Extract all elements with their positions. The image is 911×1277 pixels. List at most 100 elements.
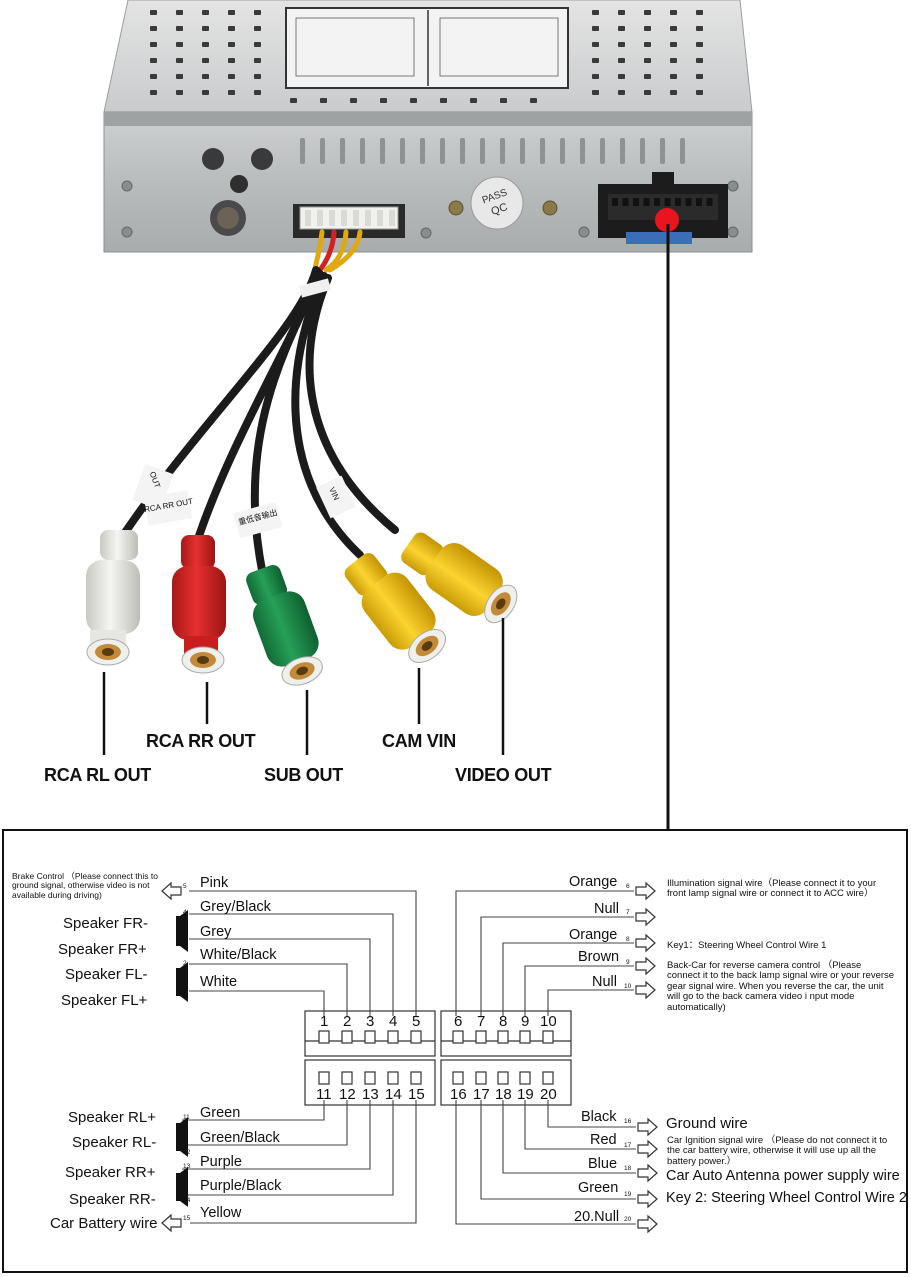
speaker-icon (176, 910, 188, 1207)
wire-color-label: Purple (200, 1154, 242, 1170)
pin-number: 16 (450, 1086, 467, 1103)
pin-number: 11 (316, 1086, 332, 1103)
pin-number: 8 (499, 1013, 508, 1030)
pin-number: 1 (320, 1013, 329, 1030)
pin-number-small: 10 (624, 983, 632, 990)
pin-number-small: 6 (626, 883, 630, 890)
key1-note: Key1：Steering Wheel Control Wire 1 (667, 940, 827, 951)
pin-number: 13 (362, 1086, 379, 1103)
wire-color-label: Blue (588, 1156, 618, 1172)
ground-wire-label: Ground wire (666, 1115, 748, 1132)
arrow-icon (635, 907, 656, 927)
key2-label: Key 2: Steering Wheel Control Wire 2 (666, 1190, 907, 1206)
pin-number: 14 (385, 1086, 402, 1103)
wire-color-label: Orange (569, 874, 618, 890)
pin-number: 4 (389, 1013, 398, 1030)
pin-number-small: 3 (183, 944, 187, 951)
pin-number: 10 (540, 1013, 557, 1030)
pin-number-small: 14 (183, 1197, 191, 1204)
pin-number-small: 4 (183, 909, 187, 916)
rca-plug-yellow-video (401, 532, 518, 624)
rca-plug-white (86, 530, 140, 666)
back-car-note: Back-Car for reverse camera control （Ple… (667, 960, 895, 1013)
wire-color-label: White/Black (200, 947, 277, 963)
arrow-icon (637, 1117, 658, 1137)
pin-number-small: 11 (183, 1114, 190, 1121)
pin-number-small: 20 (624, 1216, 632, 1223)
pin-number: 12 (339, 1086, 356, 1103)
wire-color-label: Null (594, 901, 619, 917)
speaker-rl-plus-label: Speaker RL+ (68, 1109, 156, 1126)
pin-number: 19 (517, 1086, 534, 1103)
pin-number-small: 1 (183, 993, 187, 1000)
arrow-icon (637, 1189, 658, 1209)
rca-rr-out-label: RCA RR OUT (146, 731, 256, 751)
speaker-rr-minus-label: Speaker RR- (69, 1191, 156, 1208)
arrow-icon (161, 881, 658, 1234)
wire-color-label: Null (592, 974, 617, 990)
wire-color-label: Green (200, 1105, 241, 1121)
wire-color-label: Black (581, 1109, 617, 1125)
wire-color-label: Grey/Black (200, 899, 271, 915)
rca-plug-green (246, 565, 323, 686)
pin-number-small: 2 (183, 960, 187, 967)
iso-connector (598, 172, 728, 244)
wire-color-label: Red (590, 1132, 617, 1148)
wire-color-label: Yellow (200, 1205, 242, 1221)
pin-number: 6 (454, 1013, 463, 1030)
rca-label-pointers (102, 618, 505, 755)
car-battery-label: Car Battery wire (50, 1215, 158, 1232)
vent-holes (150, 10, 703, 103)
arrow-icon (635, 956, 656, 976)
rca-harness-socket (293, 204, 405, 238)
svg-text:QC: QC (490, 201, 510, 218)
pin-number-small: 9 (626, 959, 630, 966)
pin-number-small: 13 (183, 1163, 191, 1170)
wire-color-label: Grey (200, 924, 232, 940)
qc-pass-sticker: PASS QC (470, 176, 524, 230)
pin-number: 7 (477, 1013, 486, 1030)
pin-number-small: 19 (624, 1191, 632, 1198)
pin-number-small: 7 (626, 909, 630, 916)
speaker-fl-plus-label: Speaker FL+ (61, 992, 148, 1009)
pin-number: 18 (495, 1086, 512, 1103)
pin-number: 5 (412, 1013, 421, 1030)
speaker-fr-minus-label: Speaker FR- (63, 915, 149, 932)
pin-number: 9 (521, 1013, 530, 1030)
speaker-rl-minus-label: Speaker RL- (72, 1134, 157, 1151)
pinout-connector (304, 1010, 572, 1106)
wire-color-label: White (200, 974, 238, 990)
wire-color-label: Purple/Black (200, 1178, 282, 1194)
arrow-icon (635, 881, 656, 901)
rca-cables (116, 229, 399, 574)
arrow-icon (637, 1163, 658, 1183)
wire-color-label: Brown (578, 949, 620, 965)
speaker-fr-plus-label: Speaker FR+ (58, 941, 147, 958)
pin-number-small: 5 (183, 883, 187, 890)
wire-color-label: Green/Black (200, 1130, 280, 1146)
unit-top-cover (103, 0, 753, 113)
illumination-note: Illumination signal wire（Please connect … (667, 878, 877, 900)
arrow-icon (637, 1139, 658, 1159)
unit-rear-panel: PASS QC (103, 111, 753, 253)
pin-number-small: 8 (626, 936, 630, 943)
speaker-rr-plus-label: Speaker RR+ (65, 1164, 156, 1181)
pin-number-small: 18 (624, 1165, 632, 1172)
arrow-icon (161, 1213, 182, 1233)
pin-number-small: 12 (183, 1149, 191, 1156)
cam-vin-label: CAM VIN (382, 731, 456, 751)
wire-color-label: 20.Null (574, 1209, 620, 1225)
video-out-label: VIDEO OUT (455, 765, 552, 785)
pin-number: 3 (366, 1013, 375, 1030)
vent-slots (300, 138, 685, 164)
wire-color-label: Green (578, 1180, 619, 1196)
wire-color-label: Pink (200, 875, 229, 891)
pin-number-small: 16 (624, 1118, 632, 1125)
pinout-frame (2, 829, 908, 1273)
pin-number: 17 (473, 1086, 490, 1103)
pin-number: 2 (343, 1013, 352, 1030)
arrow-icon (161, 881, 182, 901)
pin-number-small: 15 (183, 1215, 191, 1222)
